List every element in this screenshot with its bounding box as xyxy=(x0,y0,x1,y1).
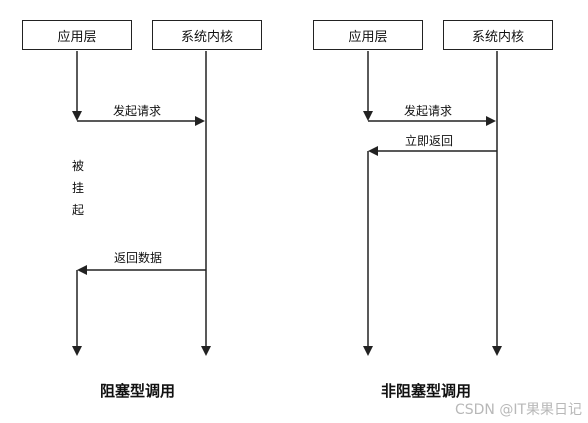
nonblocking-return-label: 立即返回 xyxy=(405,134,454,148)
nonblocking-kernel-box: 系统内核 xyxy=(443,20,553,50)
nonblocking-app-label: 应用层 xyxy=(348,29,388,45)
suspended-char-2: 挂 xyxy=(71,181,84,195)
blocking-kernel-label: 系统内核 xyxy=(180,29,233,45)
suspended-char-3: 起 xyxy=(71,203,84,217)
nonblocking-kernel-label: 系统内核 xyxy=(471,29,524,45)
blocking-suspended-label: 被 挂 起 xyxy=(71,155,85,221)
blocking-caption: 阻塞型调用 xyxy=(100,382,176,400)
blocking-app-label: 应用层 xyxy=(57,29,97,45)
blocking-kernel-box: 系统内核 xyxy=(152,20,262,50)
watermark: CSDN @IT果果日记 xyxy=(454,402,582,418)
nonblocking-app-box: 应用层 xyxy=(313,20,423,50)
nonblocking-caption: 非阻塞型调用 xyxy=(381,382,472,400)
blocking-request-label: 发起请求 xyxy=(113,104,162,118)
blocking-app-box: 应用层 xyxy=(22,20,132,50)
suspended-char-1: 被 xyxy=(71,159,84,173)
blocking-return-label: 返回数据 xyxy=(114,251,163,265)
nonblocking-request-label: 发起请求 xyxy=(404,104,453,118)
